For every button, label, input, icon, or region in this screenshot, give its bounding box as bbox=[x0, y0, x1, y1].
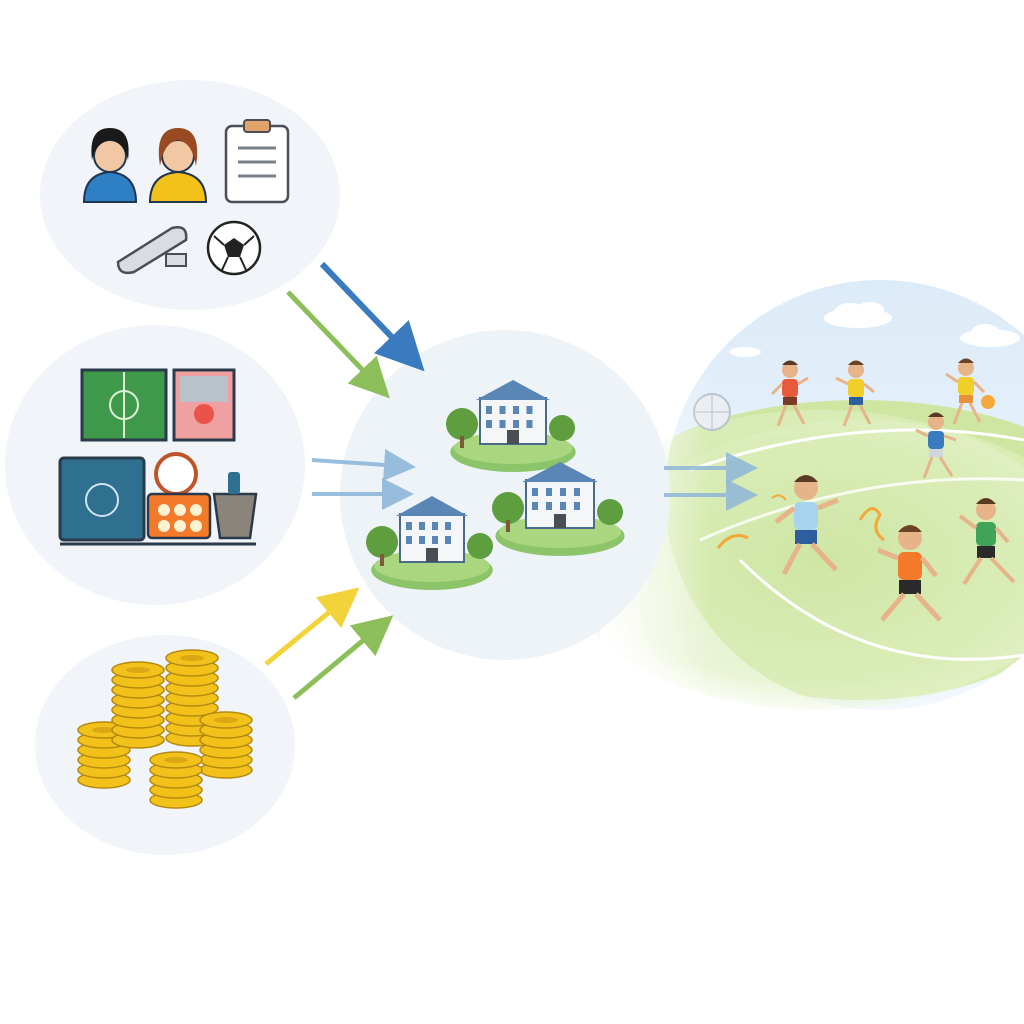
staff-equipment-bubble bbox=[40, 80, 340, 310]
running-child-icon bbox=[958, 498, 1016, 586]
funding-bubble bbox=[35, 635, 295, 855]
facilities-bubble bbox=[5, 325, 305, 605]
female-staff-icon bbox=[82, 128, 138, 203]
clipboard-icon bbox=[224, 119, 290, 204]
school-building-icon bbox=[492, 462, 625, 556]
whistle-icon bbox=[116, 226, 188, 275]
arrow-yellow bbox=[264, 587, 360, 666]
arrow-green bbox=[292, 615, 394, 700]
coin-mark bbox=[164, 757, 188, 763]
female-staff-icon bbox=[148, 128, 208, 203]
arrow-blue bbox=[319, 261, 425, 372]
running-child-icon bbox=[915, 412, 957, 479]
coin-stacks-icon bbox=[77, 649, 253, 809]
arrow-light-blue bbox=[311, 448, 416, 481]
running-child-icon bbox=[877, 525, 942, 622]
cloud-icon bbox=[824, 302, 892, 328]
bin-icon bbox=[212, 472, 258, 540]
schools-hub bbox=[340, 330, 670, 660]
ball-icon bbox=[981, 395, 995, 409]
school-building-icon bbox=[446, 380, 576, 472]
coin-mark bbox=[180, 655, 204, 661]
coin-mark bbox=[126, 667, 150, 673]
school-building-icon bbox=[366, 496, 493, 590]
arrow-green bbox=[286, 290, 390, 399]
tactics-board-icon bbox=[58, 456, 256, 546]
running-child-icon bbox=[770, 360, 809, 427]
coin-mark bbox=[92, 727, 116, 733]
coin-mark bbox=[214, 717, 238, 723]
cloud-icon bbox=[729, 347, 761, 357]
field-plan-icon bbox=[80, 368, 168, 442]
soccer-ball-icon bbox=[206, 220, 262, 276]
gym-plan-icon bbox=[172, 368, 236, 442]
cloud-icon bbox=[960, 324, 1020, 347]
flow-arrows bbox=[264, 261, 758, 700]
running-child-icon bbox=[835, 360, 875, 427]
ball-crate-icon bbox=[146, 452, 212, 540]
running-child-icon bbox=[774, 475, 839, 576]
running-child-icon bbox=[945, 358, 995, 425]
